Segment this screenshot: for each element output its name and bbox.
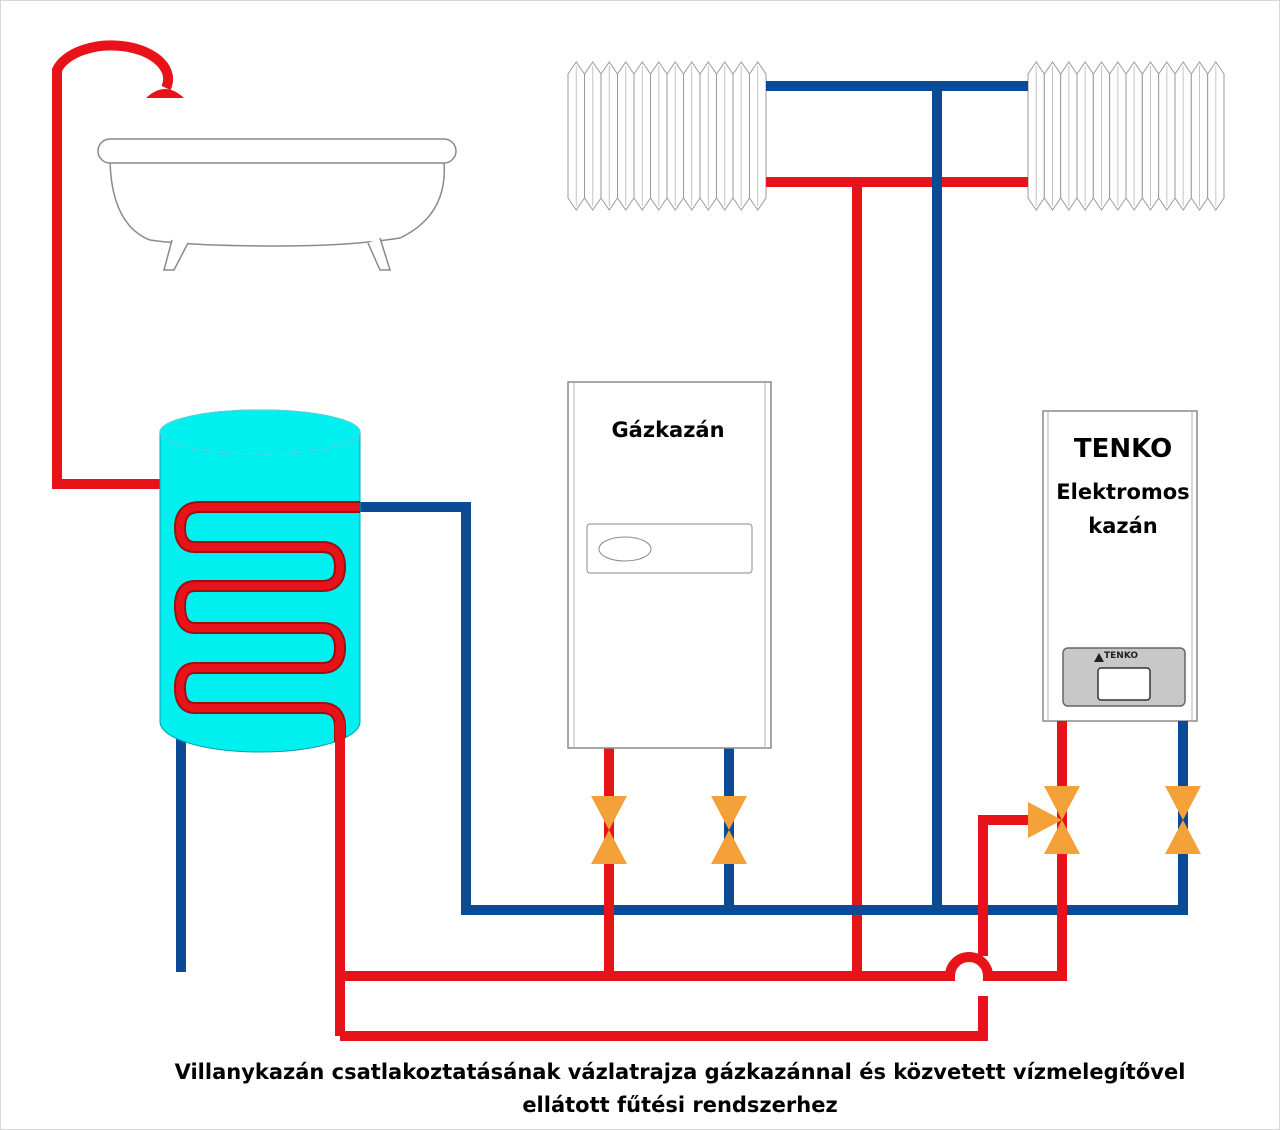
three-way-valve-icon (1028, 786, 1080, 854)
tenko-screen (1097, 667, 1151, 701)
valve-icon (591, 796, 627, 864)
radiator-icon (1027, 61, 1225, 211)
caption-line-1: Villanykazán csatlakoztatásának vázlatra… (174, 1060, 1186, 1084)
diagram-caption: Villanykazán csatlakoztatásának vázlatra… (140, 1056, 1220, 1122)
caption-line-2: ellátott fűtési rendszerhez (522, 1093, 838, 1117)
tenko-type-label-line2: kazán (1088, 514, 1158, 538)
shower-icon (52, 40, 184, 489)
hot-supply-pipes (340, 722, 1067, 1041)
tenko-logo-text: TENKO (1104, 651, 1139, 661)
tenko-brand-label: TENKO (1073, 434, 1173, 464)
tenko-type-label-line1: Elektromos (1056, 480, 1190, 504)
radiator-icon (567, 61, 767, 211)
valves (591, 786, 1201, 864)
gas-boiler-display (598, 536, 652, 562)
hot-water-tank (159, 409, 361, 753)
radiators (567, 61, 1225, 211)
tenko-logo-icon (1094, 653, 1104, 662)
gas-boiler-label: Gázkazán (611, 418, 725, 442)
tenko-electric-boiler (1042, 410, 1198, 722)
boiler-outlet-pipes (1057, 721, 1188, 800)
radiator-pipes (766, 81, 1028, 976)
valve-icon (1165, 786, 1201, 854)
bathtub-icon (97, 138, 457, 271)
gas-boiler (567, 381, 772, 749)
valve-icon (711, 796, 747, 864)
